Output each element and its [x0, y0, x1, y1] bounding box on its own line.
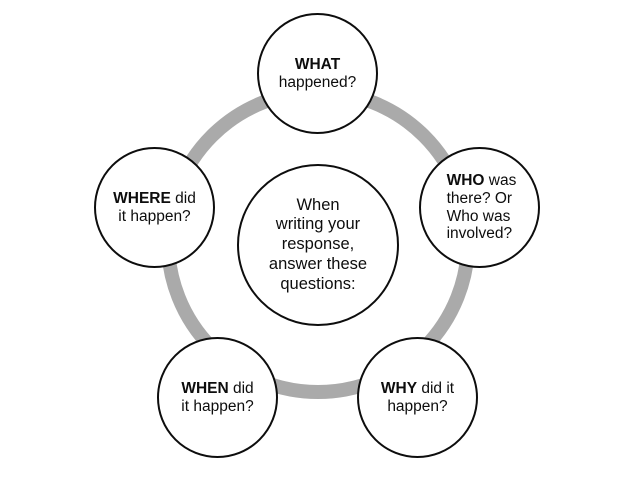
node-who-text: WHO was there? Or Who was involved? [439, 172, 521, 244]
node-what-rest: happened? [278, 73, 357, 91]
node-why-keyword: WHY [380, 379, 418, 397]
node-what[interactable]: WHAT happened? [257, 13, 378, 134]
node-why-rest: did it happen? [387, 379, 455, 415]
node-when-rest: did it happen? [181, 379, 254, 415]
node-where-text: WHERE did it happen? [107, 190, 202, 226]
node-where[interactable]: WHERE did it happen? [94, 147, 215, 268]
node-when[interactable]: WHEN did it happen? [157, 337, 278, 458]
node-when-text: WHEN did it happen? [175, 380, 259, 416]
node-when-keyword: WHEN [181, 379, 229, 397]
node-why[interactable]: WHY did it happen? [357, 337, 478, 458]
node-center-prompt: When writing your response, answer these… [237, 164, 399, 326]
node-center-text: When writing your response, answer these… [268, 195, 368, 293]
node-why-text: WHY did it happen? [375, 380, 460, 416]
node-who-keyword: WHO [446, 171, 485, 189]
node-who[interactable]: WHO was there? Or Who was involved? [419, 147, 540, 268]
node-who-rest: was there? Or Who was involved? [446, 171, 517, 243]
node-what-text: WHAT happened? [273, 56, 363, 92]
node-where-rest: did it happen? [118, 189, 196, 225]
node-where-keyword: WHERE [113, 189, 171, 207]
node-what-keyword: WHAT [294, 55, 341, 73]
